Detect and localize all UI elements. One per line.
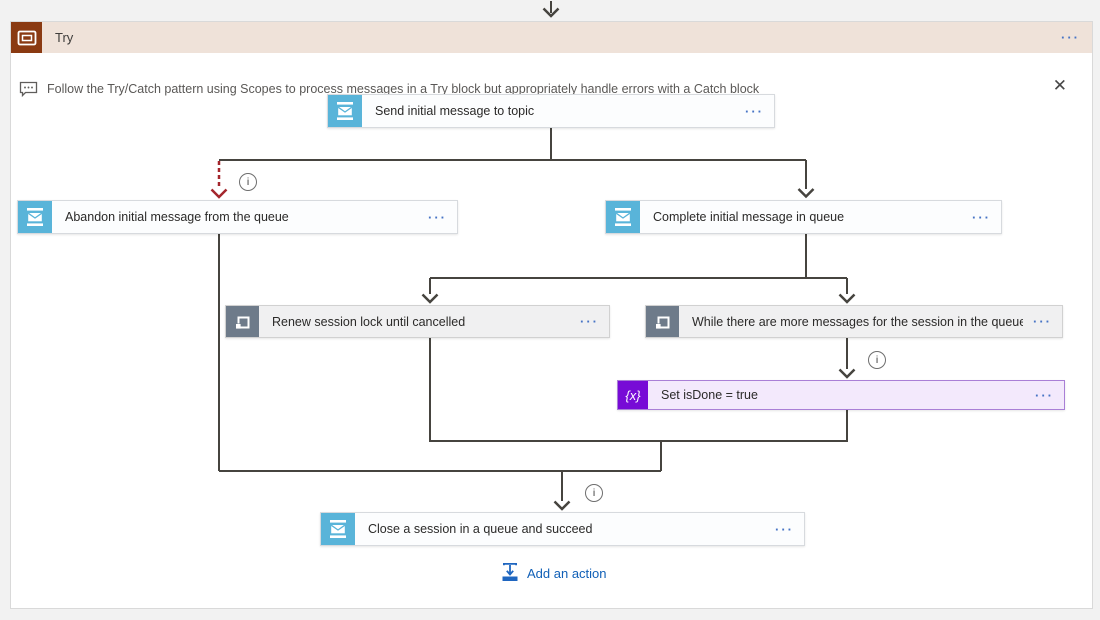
scope-menu-button[interactable]: ··· [1061,30,1080,45]
scope-icon [11,22,42,53]
variables-icon: {x} [618,381,648,409]
scope-comment-text: Follow the Try/Catch pattern using Scope… [47,82,760,96]
close-comment-icon[interactable]: ✕ [1052,76,1067,95]
action-title: Abandon initial message from the queue [65,210,289,224]
action-card-while-more-messages[interactable]: While there are more messages for the se… [645,305,1063,338]
action-title: Set isDone = true [661,388,758,402]
service-bus-icon [328,95,362,127]
info-icon[interactable]: i [868,351,886,369]
scope-title: Try [55,30,74,45]
until-loop-icon [226,306,259,337]
add-action-icon [500,562,520,584]
action-card-send-initial-message[interactable]: Send initial message to topic ··· [327,94,775,128]
action-title: Complete initial message in queue [653,210,845,224]
add-action-button[interactable]: Add an action [500,562,607,584]
action-card-abandon-initial-message[interactable]: Abandon initial message from the queue ·… [17,200,458,234]
action-card-renew-session-lock[interactable]: Renew session lock until cancelled ··· [225,305,610,338]
info-icon[interactable]: i [585,484,603,502]
action-menu-button[interactable]: ··· [580,314,599,329]
comment-bubble-icon [19,81,38,98]
action-menu-button[interactable]: ··· [428,209,447,225]
action-card-complete-initial-message[interactable]: Complete initial message in queue ··· [605,200,1002,234]
action-menu-button[interactable]: ··· [1033,314,1052,329]
action-title: Send initial message to topic [375,104,535,118]
action-menu-button[interactable]: ··· [775,521,794,537]
action-title: While there are more messages for the se… [692,314,1023,329]
action-title: Renew session lock until cancelled [272,314,466,329]
service-bus-icon [606,201,640,233]
action-title: Close a session in a queue and succeed [368,522,593,536]
action-card-close-session[interactable]: Close a session in a queue and succeed ·… [320,512,805,546]
action-menu-button[interactable]: ··· [972,209,991,225]
add-action-label: Add an action [527,565,607,581]
service-bus-icon [321,513,355,545]
info-icon[interactable]: i [239,173,257,191]
action-menu-button[interactable]: ··· [745,103,764,119]
scope-header[interactable]: Try ··· [11,22,1092,53]
action-menu-button[interactable]: ··· [1035,387,1054,403]
service-bus-icon [18,201,52,233]
action-card-set-isdone[interactable]: {x} Set isDone = true ··· [617,380,1065,410]
scope-comment-row: Follow the Try/Catch pattern using Scope… [19,74,1079,104]
until-loop-icon [646,306,679,337]
